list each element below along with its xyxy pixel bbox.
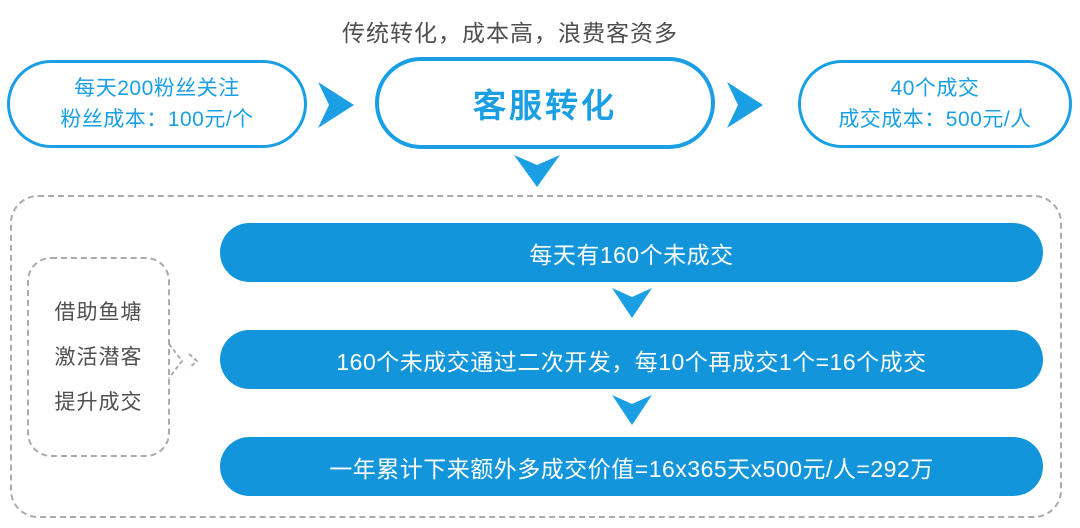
node-daily-fans-line2: 粉丝成本：100元/个 [60, 108, 254, 131]
node-customer-service-label: 客服转化 [473, 87, 617, 124]
step-bar-annual-value: 一年累计下来额外多成交价值=16x365天x500元/人=292万 [220, 437, 1043, 496]
fishpond-note-line2: 激活潜客 [54, 345, 143, 369]
dashed-pointer-icon [168, 343, 200, 379]
arrow-right-icon [318, 82, 354, 128]
arrow-down-icon [612, 395, 652, 425]
node-daily-fans: 每天200粉丝关注 粉丝成本：100元/个 [7, 60, 307, 148]
fishpond-note-bubble: 借助鱼塘 激活潜客 提升成交 [27, 257, 170, 457]
arrow-down-icon [612, 288, 652, 318]
diagram-title: 传统转化，成本高，浪费客资多 [342, 20, 678, 46]
node-deals: 40个成交 成交成本：500元/人 [798, 60, 1072, 148]
node-customer-service-conversion: 客服转化 [375, 57, 715, 149]
arrow-right-icon [727, 82, 763, 128]
node-deals-line1: 40个成交 [890, 77, 980, 100]
fishpond-section: 借助鱼塘 激活潜客 提升成交 每天有160个未成交 160个未成交通过二次开发，… [10, 195, 1062, 518]
node-deals-line2: 成交成本：500元/人 [838, 108, 1032, 131]
node-daily-fans-line1: 每天200粉丝关注 [74, 77, 240, 100]
fishpond-note-line1: 借助鱼塘 [54, 300, 143, 324]
arrow-down-icon [514, 155, 560, 187]
step-bar-second-development: 160个未成交通过二次开发，每10个再成交1个=16个成交 [220, 330, 1043, 389]
fishpond-note-line3: 提升成交 [54, 390, 143, 414]
step-bar-unclosed-leads: 每天有160个未成交 [220, 223, 1043, 282]
